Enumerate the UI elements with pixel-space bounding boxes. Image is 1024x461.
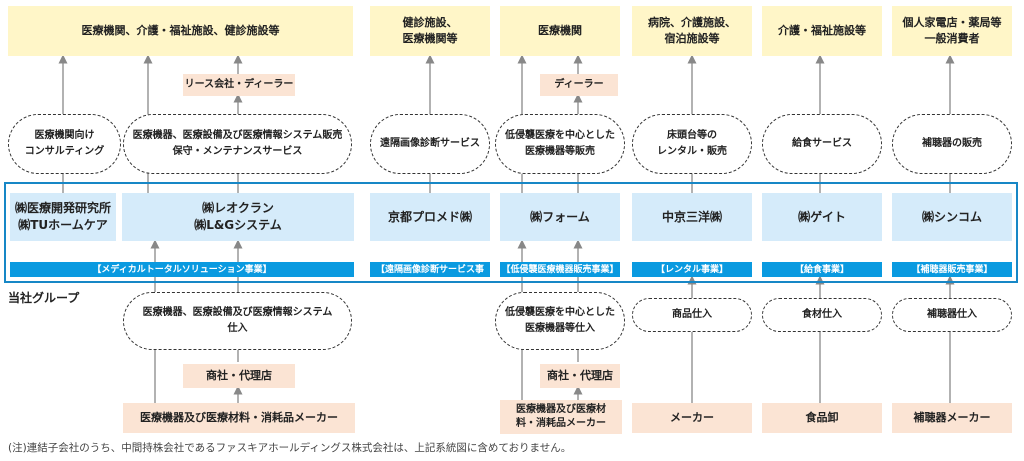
company-leoclan: ㈱レオクラン ㈱L&Gシステム	[122, 193, 354, 241]
supplier-medical-materials: 医療機器及び医療材料・消耗品メーカー	[123, 403, 355, 433]
customer-box-medical-care-facilities: 医療機関、介護・福祉施設、健診施設等	[8, 6, 353, 56]
service-remote-imaging: 遠隔画像診断サービス	[370, 114, 490, 174]
segment-food: 【給食事業】	[762, 262, 882, 277]
procurement-goods: 商品仕入	[632, 298, 752, 332]
segment-rental: 【レンタル事業】	[632, 262, 752, 277]
segment-medical-total-solution: 【メディカルトータルソリューション事業】	[10, 262, 354, 277]
company-chukyo-sanyo: 中京三洋㈱	[632, 193, 752, 241]
service-hearing-aid-sales: 補聴器の販売	[892, 114, 1012, 174]
procurement-food: 食材仕入	[762, 298, 882, 332]
company-gate: ㈱ゲイト	[762, 193, 882, 241]
procurement-minimally-invasive: 低侵襲医療を中心とした 医療機器等仕入	[495, 292, 625, 350]
supplier-hearing-aid-maker: 補聴器メーカー	[892, 403, 1012, 433]
company-shincom: ㈱シンコム	[892, 193, 1012, 241]
trading-agent-box-2: 商社・代理店	[540, 364, 620, 388]
customer-box-care-facilities: 介護・福祉施設等	[762, 6, 882, 56]
company-form: ㈱フォーム	[500, 193, 620, 241]
supplier-manufacturer: メーカー	[632, 403, 752, 433]
service-food: 給食サービス	[762, 114, 882, 174]
company-kyoto-promed: 京都プロメド㈱	[370, 193, 490, 241]
service-consulting: 医療機関向け コンサルティング	[8, 114, 121, 174]
trading-agent-box-1: 商社・代理店	[183, 364, 295, 388]
customer-box-medical-institutions: 医療機関	[500, 6, 620, 56]
service-minimally-invasive-sales: 低侵襲医療を中心とした 医療機器等販売	[495, 114, 625, 174]
segment-hearing-aid: 【補聴器販売事業】	[892, 262, 1012, 277]
footnote: (注)連結子会社のうち、中間持株会社であるファスキアホールディングス株式会社は、…	[8, 442, 572, 454]
segment-remote-imaging: 【遠隔画像診断サービス事	[370, 262, 490, 277]
group-label: 当社グループ	[8, 291, 80, 305]
customer-box-health-checkup: 健診施設、 医療機関等	[370, 6, 490, 56]
customer-box-consumers: 個人家電店・薬局等 一般消費者	[892, 6, 1012, 56]
procurement-medical-equipment: 医療機器、医療設備及び医療情報システム 仕入	[123, 292, 352, 350]
segment-minimally-invasive: 【低侵襲医療機器販売事業】	[500, 262, 620, 277]
service-rental-sales: 床頭台等の レンタル・販売	[632, 114, 752, 174]
supplier-food-wholesaler: 食品卸	[762, 403, 882, 433]
company-medical-dev-research: ㈱医療開発研究所 ㈱TUホームケア	[10, 193, 116, 241]
customer-box-hospitals: 病院、介護施設、 宿泊施設等	[632, 6, 752, 56]
group-frame	[4, 182, 1018, 283]
dealer-box: ディーラー	[540, 74, 618, 96]
supplier-medical-materials-2: 医療機器及び医療材 料・消耗品メーカー	[500, 400, 622, 434]
lease-dealer-box: リース会社・ディーラー	[183, 74, 295, 96]
service-equipment-sales-maintenance: 医療機器、医療設備及び医療情報システム販売 保守・メンテナンスサービス	[123, 114, 352, 174]
procurement-hearing-aid: 補聴器仕入	[892, 298, 1012, 332]
